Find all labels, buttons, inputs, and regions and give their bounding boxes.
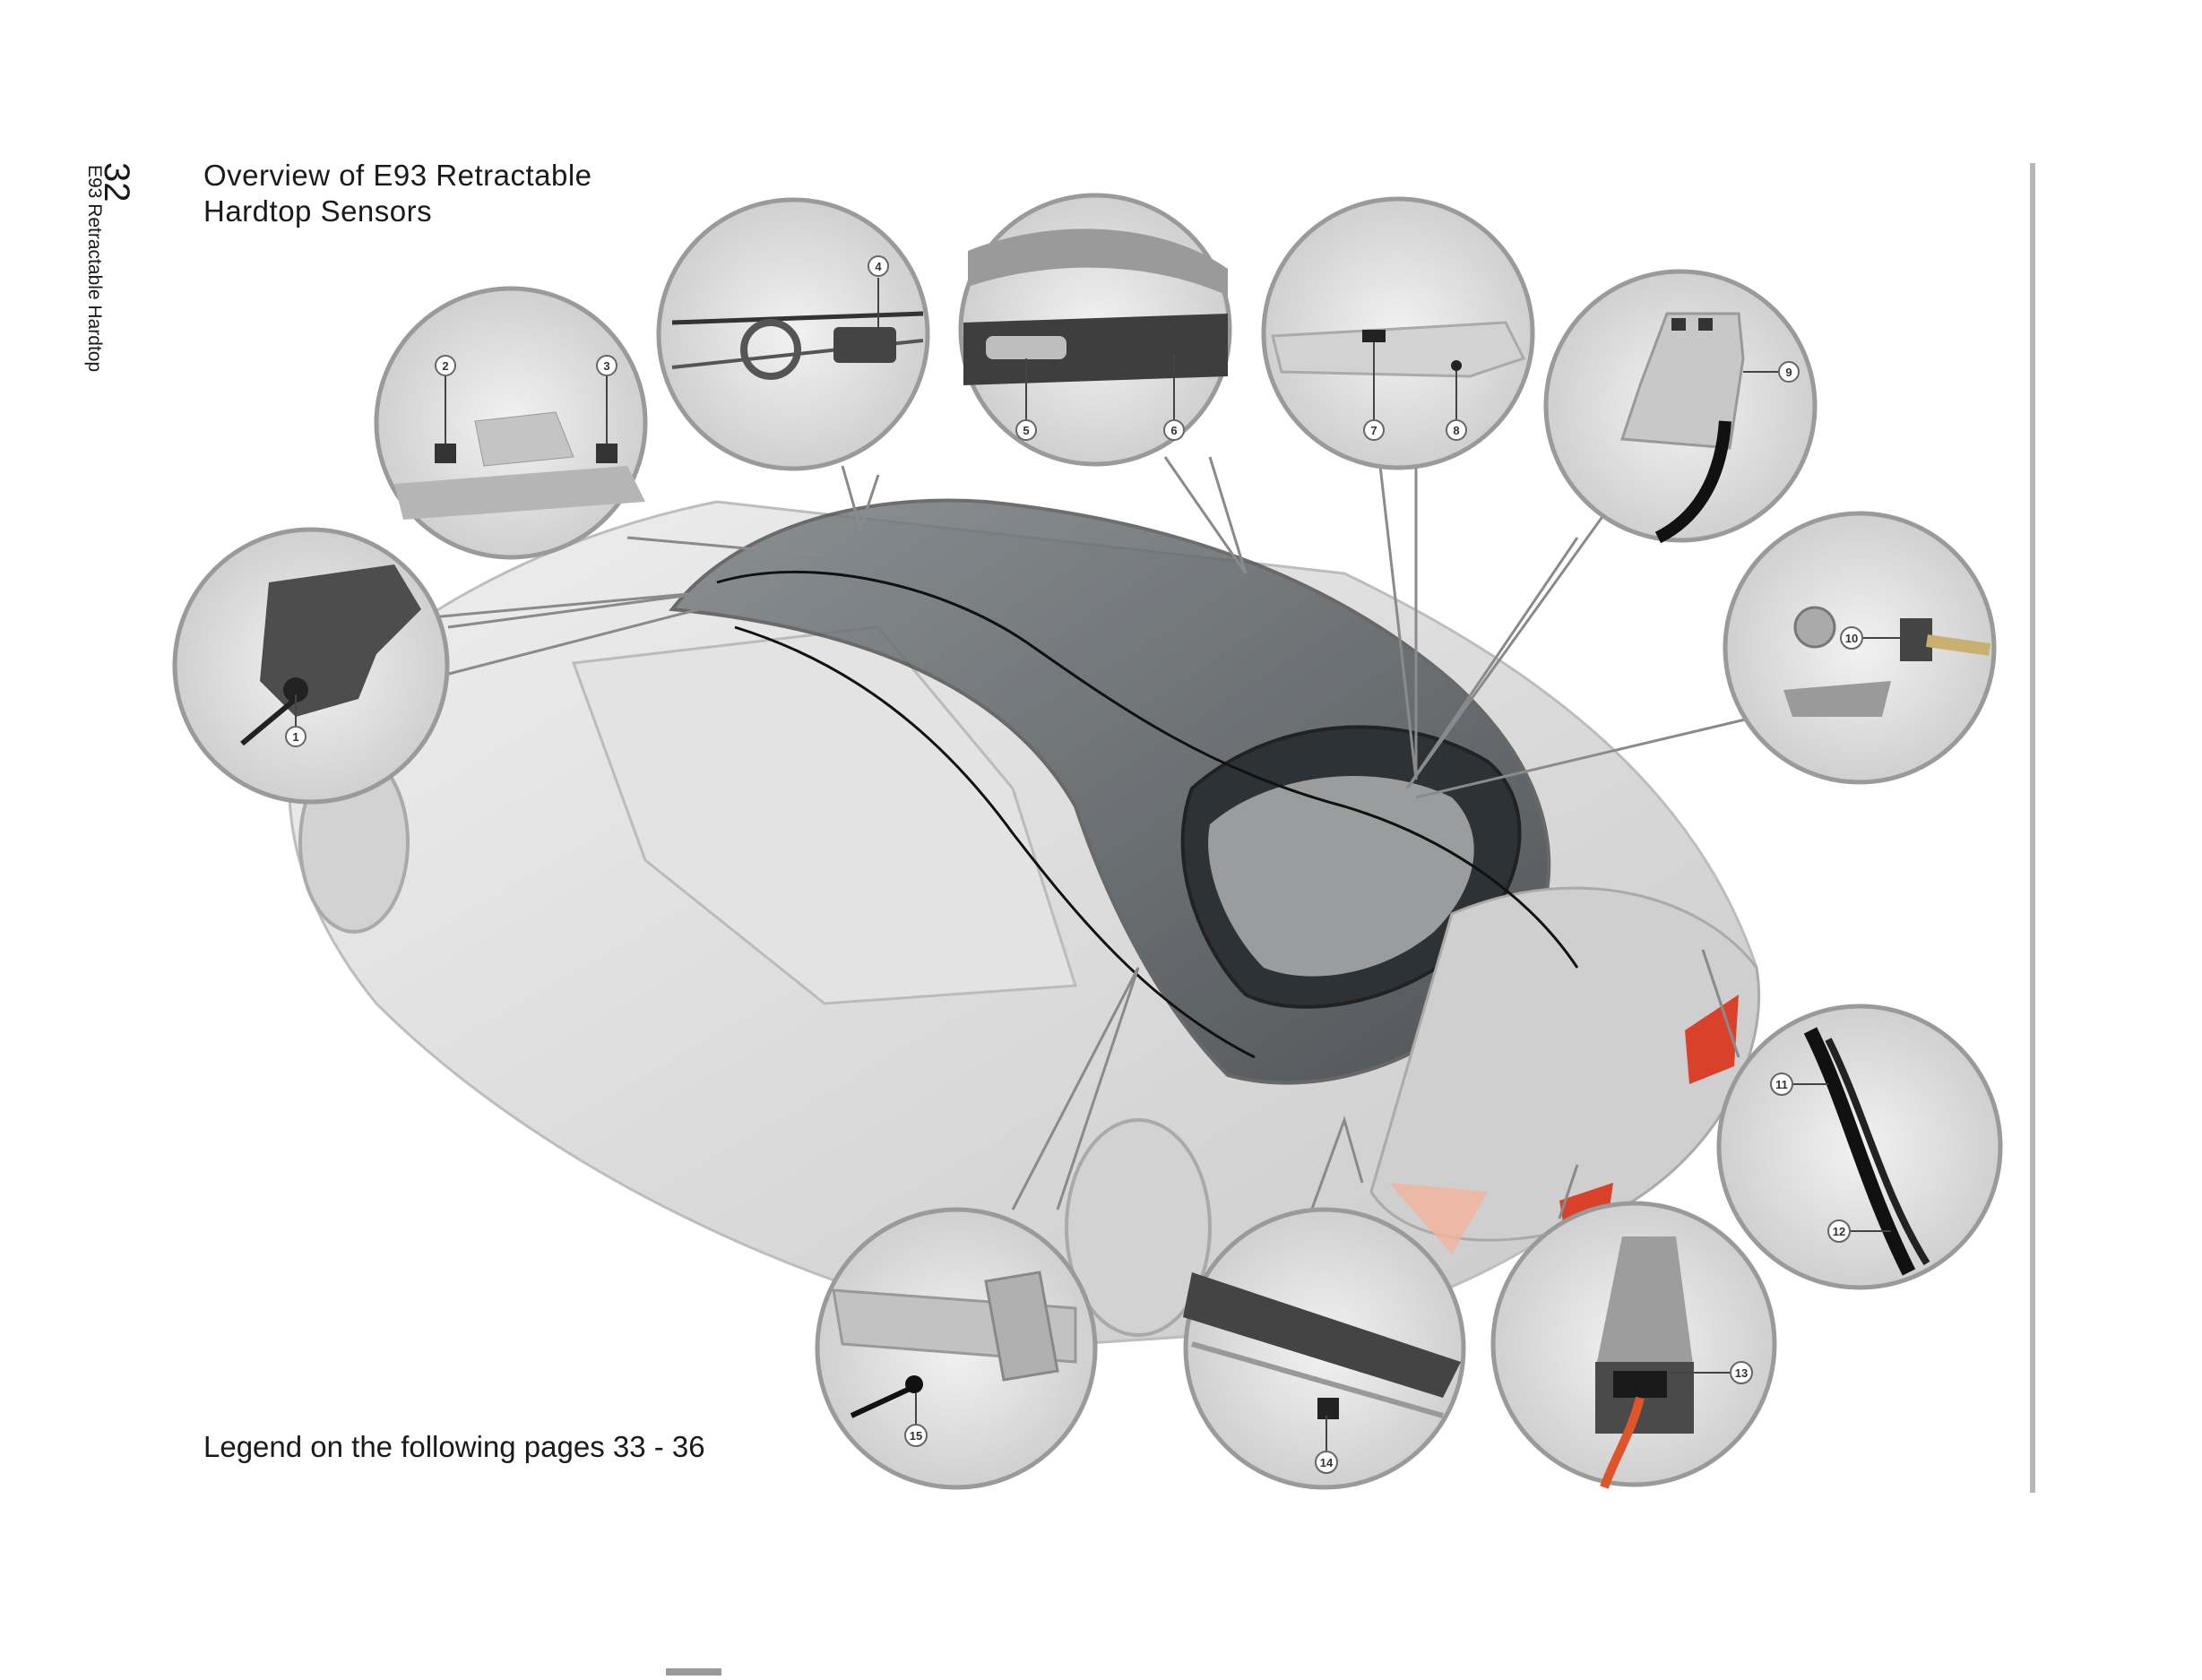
callout-label-13: 13 [1735, 1366, 1748, 1380]
callout-label-1: 1 [292, 730, 298, 744]
callout-label-7: 7 [1370, 424, 1377, 437]
callout-label-6: 6 [1170, 424, 1177, 437]
callout-leader-lines [420, 456, 1757, 1219]
detail-circle-14: 14 [1183, 1207, 1466, 1490]
detail-circle-2-3: 2 3 [374, 286, 648, 560]
right-margin-rule [2030, 163, 2035, 1493]
callout-label-5: 5 [1023, 424, 1029, 437]
callout-label-8: 8 [1453, 424, 1459, 437]
car-illustration [288, 498, 1761, 1346]
callout-label-9: 9 [1785, 366, 1792, 379]
legend-note: Legend on the following pages 33 - 36 [203, 1430, 705, 1463]
page-bottom-marker [666, 1668, 721, 1676]
detail-circle-1: 1 [172, 527, 450, 805]
callout-label-10: 10 [1845, 632, 1858, 645]
detail-circle-4: 4 [656, 197, 930, 471]
detail-circle-10: 10 [1723, 511, 1997, 785]
page-title-line-2: Hardtop Sensors [203, 194, 433, 228]
detail-circle-13: 13 [1490, 1201, 1777, 1489]
callout-label-12: 12 [1833, 1225, 1845, 1238]
rear-wheel [1065, 1118, 1212, 1337]
detail-circle-11-12: 11 12 [1716, 1004, 2003, 1290]
detail-circle-5-6: 5 6 [958, 193, 1232, 467]
detail-circle-7-8: 7 8 [1261, 196, 1535, 470]
page-title-line-1: Overview of E93 Retractable [203, 159, 592, 192]
callout-label-4: 4 [875, 260, 882, 273]
callout-label-3: 3 [603, 359, 609, 373]
callout-label-14: 14 [1320, 1456, 1334, 1469]
detail-circle-15: 15 [815, 1207, 1098, 1490]
page-title: Overview of E93 Retractable Hardtop Sens… [203, 158, 592, 229]
callout-label-2: 2 [442, 359, 448, 373]
detail-circle-9: 9 [1543, 269, 1818, 544]
callout-label-11: 11 [1775, 1078, 1788, 1091]
callout-label-15: 15 [910, 1429, 922, 1443]
